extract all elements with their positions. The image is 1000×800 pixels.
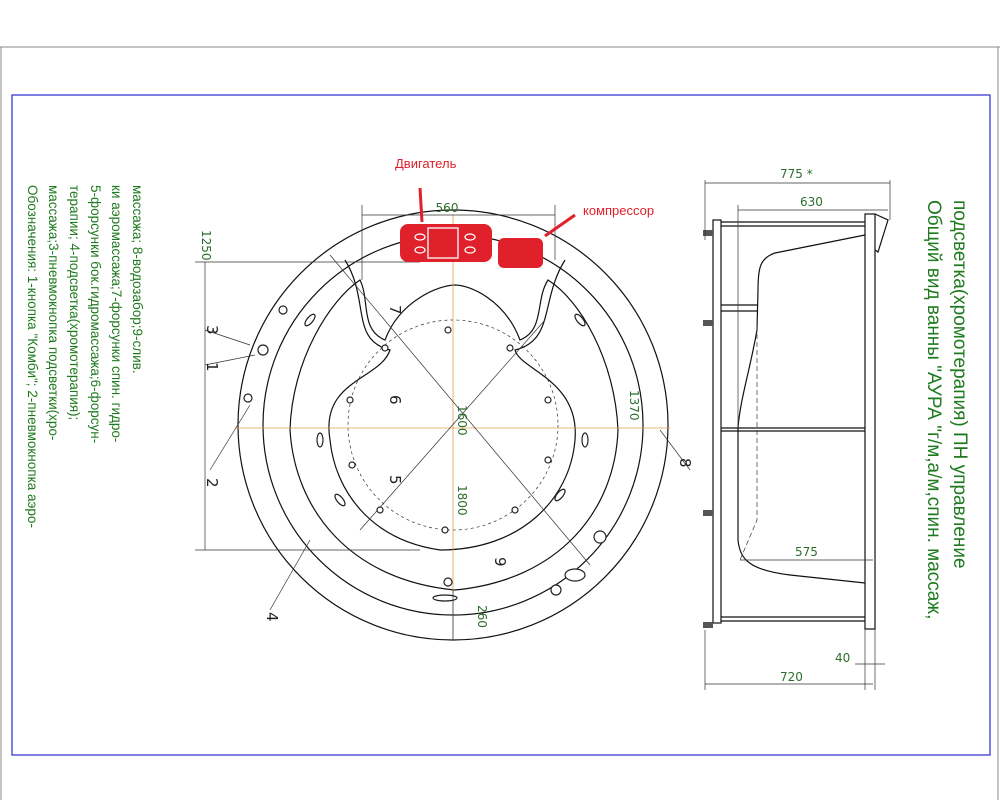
drawing-frame (11, 94, 991, 756)
dim-775: 775 * (780, 167, 813, 181)
dim-40: 40 (835, 651, 850, 665)
dim-575: 575 (795, 545, 818, 559)
side-view: 775 * 630 575 40 720 (703, 167, 891, 690)
dim-1600: 1600 (455, 405, 469, 436)
legend-line: терапии; 4-подсветка(хромотерапия); (67, 185, 82, 421)
dim-260: 260 (475, 605, 489, 628)
marker-6: 6 (386, 395, 404, 405)
compressor-pointer (544, 213, 576, 238)
marker-2: 2 (203, 478, 221, 488)
marker-8: 8 (676, 458, 694, 468)
diameter-line-1370 (359, 319, 546, 531)
compressor-label: компрессор (583, 203, 654, 218)
legend-line: 5-форсунки бок.гидромассажа;6-форсун- (88, 185, 103, 444)
legend-notes: массажа; 8-водозабор;9-слив. ки аэромасса… (22, 185, 148, 528)
top-view: 560 1250 1370 1600 1800 260 1 2 3 4 5 6 … (195, 156, 694, 641)
dim-560: 560 (436, 201, 459, 215)
markers: 1 2 3 4 5 6 7 8 9 (203, 305, 694, 622)
jets (243, 305, 607, 602)
legend-line: Обозначения: 1-кнопка "Комби"; 2-пневмок… (25, 185, 40, 528)
legend-line: массажа; 8-водозабор;9-слив. (130, 185, 145, 374)
title-line: Общий вид ванны "АУРА "г/м,а/м,спин. мас… (923, 200, 944, 620)
marker-7: 7 (386, 305, 404, 315)
marker-4: 4 (263, 612, 281, 622)
diameter-line-1600 (329, 254, 591, 566)
motor-pointer (418, 187, 424, 223)
marker-3: 3 (203, 325, 221, 335)
marker-9: 9 (491, 557, 509, 567)
seat-contour (328, 259, 576, 551)
dim-1250: 1250 (199, 230, 213, 261)
motor-label: Двигатель (395, 156, 457, 171)
adjustable-feet (703, 230, 713, 628)
legend-line: массажа;3-пневмокнопка подсветки(хро- (46, 185, 61, 441)
legend-line: ки аэромассажа;7-форсунки спин. гидро- (109, 185, 124, 443)
compressor-highlight (498, 238, 543, 268)
motor-highlight (400, 224, 492, 262)
marker-1: 1 (203, 362, 221, 372)
dimension-lines (195, 205, 691, 640)
bath-contour (289, 279, 619, 591)
dim-1800: 1800 (455, 485, 469, 516)
dim-1370: 1370 (627, 390, 641, 421)
marker-5: 5 (386, 475, 404, 485)
dim-720: 720 (780, 670, 803, 684)
title-line: подсветка(хромотерапия) ПН управление (949, 200, 970, 569)
dim-630: 630 (800, 195, 823, 209)
